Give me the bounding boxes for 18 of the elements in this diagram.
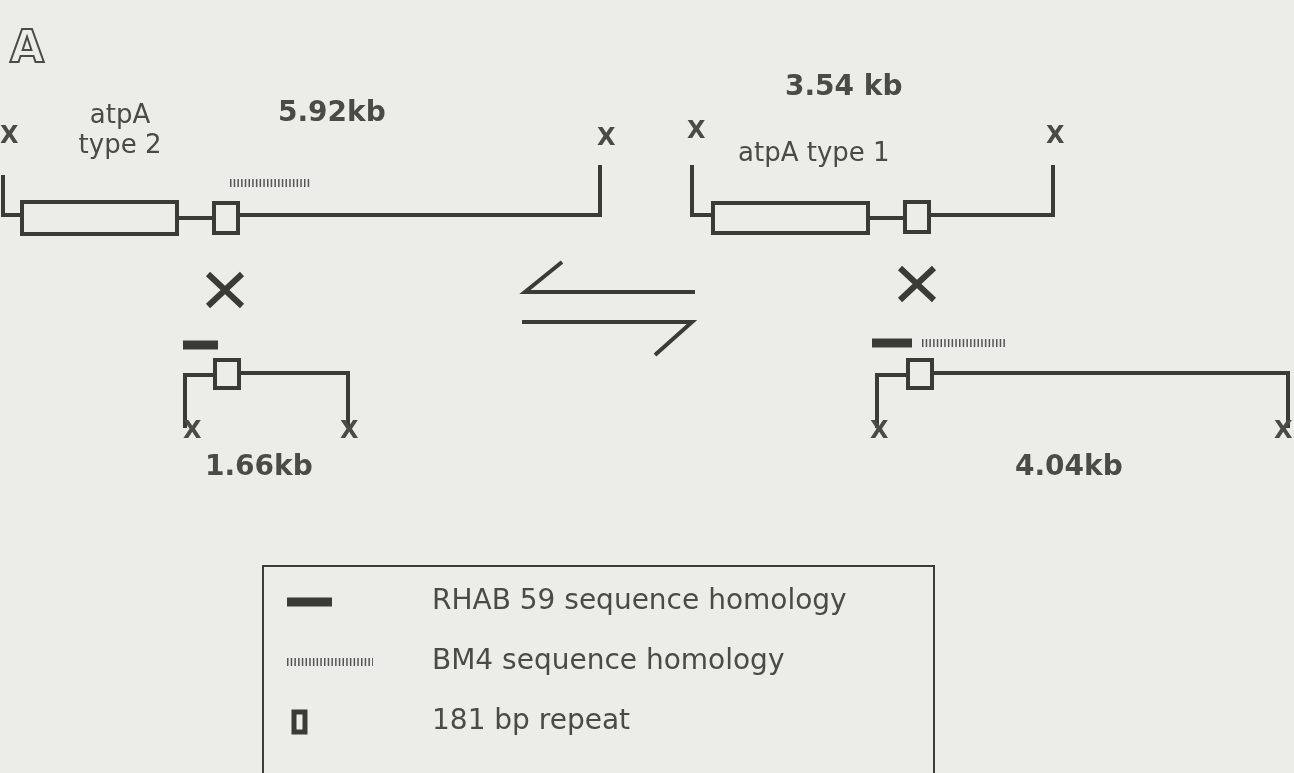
size-label: 4.04kb <box>1015 450 1123 483</box>
gene-label: atpA type 2 <box>77 100 163 160</box>
legend-text: BM4 sequence homology <box>432 644 785 677</box>
gene-label: atpA type 1 <box>738 138 890 168</box>
size-label: 5.92kb <box>278 96 386 129</box>
panel-letter: A <box>10 22 45 73</box>
size-label: 3.54 kb <box>785 70 903 103</box>
site-label: X <box>870 417 889 445</box>
legend-text: 181 bp repeat <box>432 704 631 737</box>
site-label: X <box>687 117 706 145</box>
site-label: X <box>0 122 19 150</box>
site-label: X <box>183 417 202 445</box>
size-label: 1.66kb <box>205 450 313 483</box>
site-label: X <box>1046 122 1065 150</box>
site-label: X <box>340 417 359 445</box>
legend-text: RHAB 59 sequence homology <box>432 584 847 617</box>
site-label: X <box>1274 417 1293 445</box>
site-label: X <box>597 124 616 152</box>
